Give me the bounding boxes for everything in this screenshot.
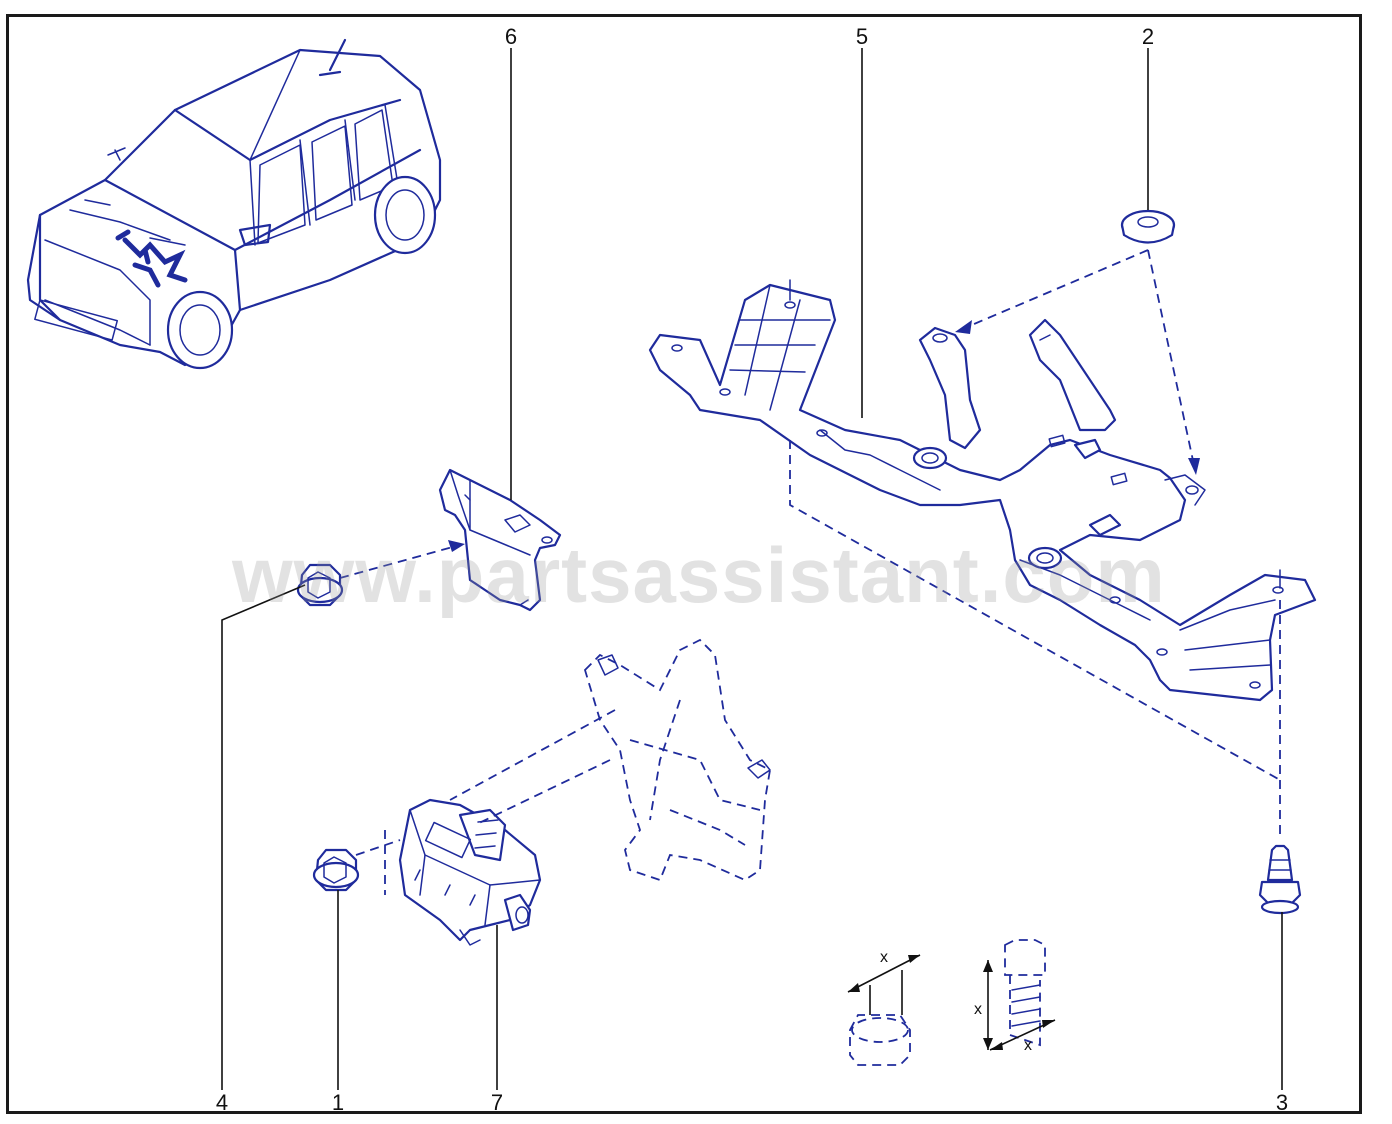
callout-3: 3 — [1275, 1090, 1289, 1115]
dimension-label-nut-width: x — [880, 949, 888, 966]
grommet-part-2 — [1120, 209, 1176, 244]
diagram-frame — [6, 14, 1362, 1114]
callout-7: 7 — [490, 1090, 504, 1115]
dimension-label-bolt-length: x — [974, 1001, 982, 1018]
callout-2: 2 — [1141, 24, 1155, 49]
callout-leaders — [221, 48, 1283, 1090]
callout-6: 6 — [504, 24, 518, 49]
mounting-plate-reference — [583, 638, 771, 882]
flange-nut-part-4 — [296, 563, 344, 607]
electronic-module-part-7 — [398, 798, 542, 946]
watermark-text: www.partsassistant.com — [232, 531, 1166, 619]
bolt-part-3 — [1258, 844, 1302, 915]
callout-1: 1 — [331, 1090, 345, 1115]
callout-5: 5 — [855, 24, 869, 49]
dimension-label-bolt-diameter: x — [1024, 1037, 1032, 1054]
flange-nut-part-1 — [312, 848, 360, 892]
assembly-lines — [339, 249, 1281, 895]
main-support-bracket — [648, 279, 1317, 702]
fastener-dimension-reference — [847, 939, 1056, 1066]
vehicle-locator-illustration — [26, 38, 442, 370]
small-bracket-part-6 — [438, 468, 562, 612]
callout-4: 4 — [215, 1090, 229, 1115]
